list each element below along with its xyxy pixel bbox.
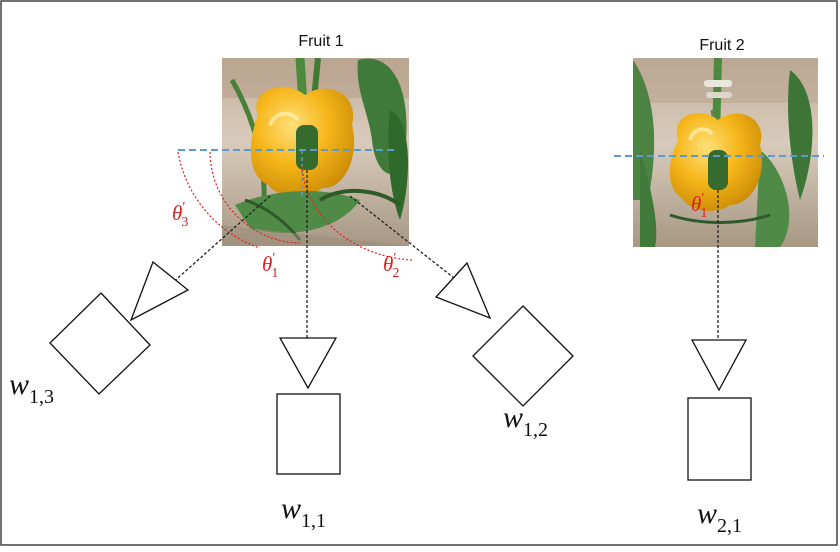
theta3-label: θ′3 <box>172 200 188 230</box>
camera-w13-lens <box>129 260 190 322</box>
camera-w21-lens <box>690 339 748 392</box>
camera-w21-body <box>687 397 752 481</box>
camera-w13-body <box>49 292 151 395</box>
camera-w12-body <box>472 305 574 407</box>
theta3-arc <box>177 151 261 249</box>
view-line-w12 <box>349 195 469 290</box>
view-line-w13 <box>169 195 271 286</box>
fruit1-photo <box>222 58 409 246</box>
fruit1-title: Fruit 1 <box>298 33 343 50</box>
w11-label: w1,1 <box>281 492 326 532</box>
w12-label: w1,2 <box>503 401 548 441</box>
camera-w11-lens <box>278 337 338 390</box>
fruit2-photo <box>633 58 818 247</box>
theta1-fruit2-label: θ′1 <box>691 191 707 221</box>
w21-label: w2,1 <box>697 497 742 537</box>
camera-w12-lens <box>434 261 492 320</box>
theta1-label: θ′1 <box>262 251 278 281</box>
camera-w11-body <box>276 393 341 475</box>
theta2-label: θ′2 <box>383 251 399 281</box>
w13-label: w1,3 <box>9 368 54 408</box>
fruit2-title: Fruit 2 <box>699 37 744 54</box>
